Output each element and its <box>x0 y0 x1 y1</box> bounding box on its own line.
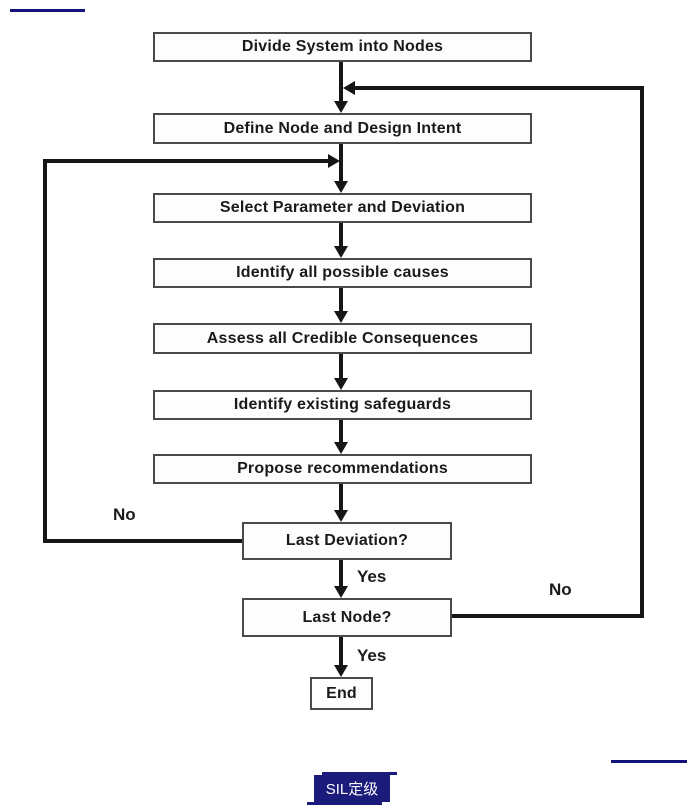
arrowhead-down-2 <box>334 181 348 193</box>
arrowhead-down-7 <box>334 510 348 522</box>
arrowhead-down-9 <box>334 665 348 677</box>
flow-box-assess-all-credible-consequences: Assess all Credible Consequences <box>153 323 532 354</box>
top-left-rule <box>10 9 85 12</box>
flow-box-select-parameter-and-deviation: Select Parameter and Deviation <box>153 193 532 223</box>
flow-box-identify-all-possible-causes: Identify all possible causes <box>153 258 532 288</box>
arrowhead-down-8 <box>334 586 348 598</box>
edge-label-last-node-no: No <box>549 580 572 599</box>
sil-rating-link[interactable]: SIL定级 <box>307 772 397 805</box>
arrowhead-down-3 <box>334 246 348 258</box>
arrowhead-down-5 <box>334 378 348 390</box>
arrowhead-down-4 <box>334 311 348 323</box>
arrowhead-down-6 <box>334 442 348 454</box>
arrowhead-right-feedback-left <box>328 154 340 168</box>
feedback-line-last-deviation-no <box>43 159 329 543</box>
edge-label-last-deviation-yes: Yes <box>357 567 387 586</box>
edge-label-last-node-yes: Yes <box>357 646 387 665</box>
flow-box-divide-system-into-nodes: Divide System into Nodes <box>153 32 532 62</box>
edge-label-last-deviation-no: No <box>113 505 136 524</box>
flow-box-propose-recommendations: Propose recommendations <box>153 454 532 484</box>
flow-box-end: End <box>310 677 373 710</box>
arrowhead-down-1 <box>334 101 348 113</box>
flow-box-last-deviation: Last Deviation? <box>242 522 452 560</box>
flow-box-define-node-and-design-intent: Define Node and Design Intent <box>153 113 532 144</box>
flow-box-identify-existing-safeguards: Identify existing safeguards <box>153 390 532 420</box>
arrowhead-left-feedback-right <box>343 81 355 95</box>
bottom-right-rule <box>611 760 687 763</box>
feedback-line-last-node-no <box>354 86 644 618</box>
flow-box-last-node: Last Node? <box>242 598 452 637</box>
